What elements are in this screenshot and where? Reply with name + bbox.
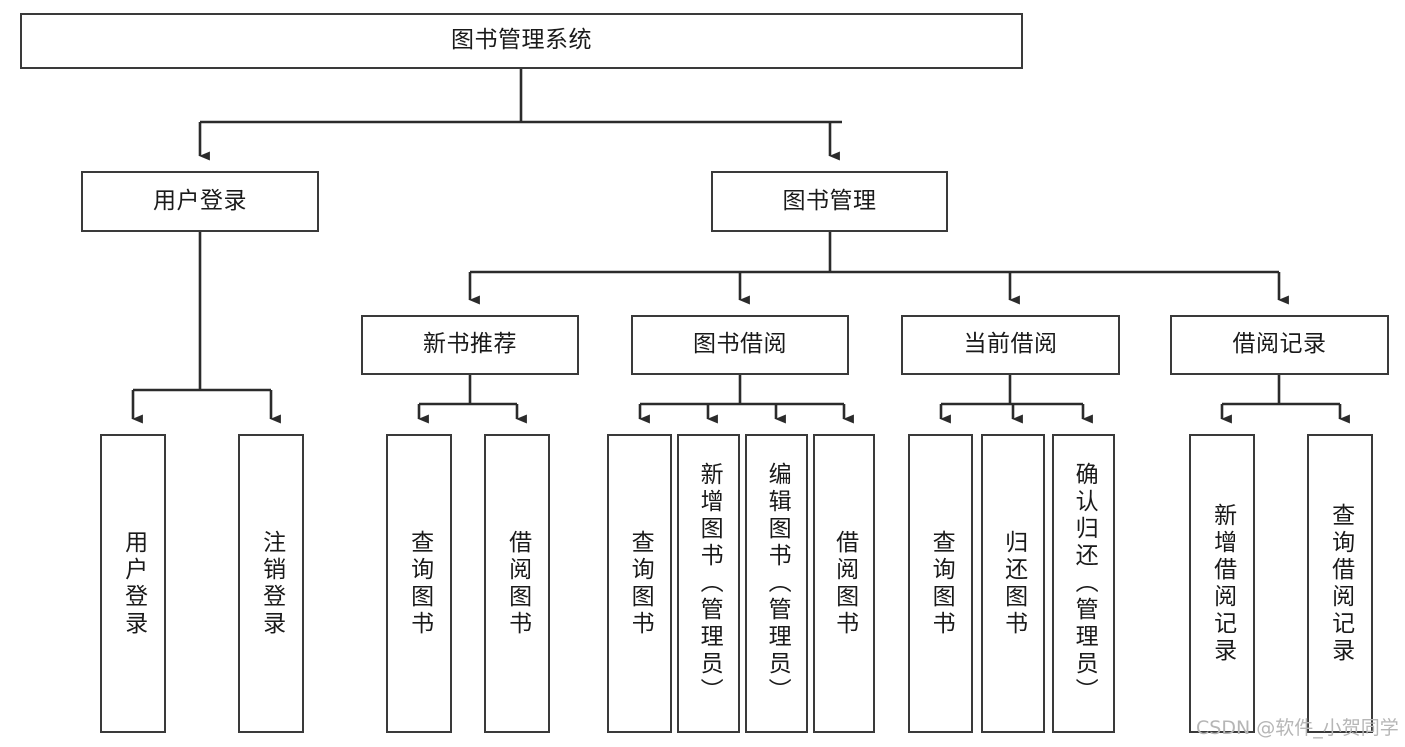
node-label: 查询借阅记录 — [1327, 502, 1354, 665]
csdn-watermark: CSDN @软件_小贺同学 — [1196, 717, 1399, 739]
leaf-query-book-newbook[interactable]: 查询图书 — [386, 434, 452, 733]
leaf-query-book-borrow[interactable]: 查询图书 — [607, 434, 672, 733]
leaf-user-login[interactable]: 用户登录 — [100, 434, 166, 733]
node-label: 注销登录 — [258, 529, 285, 638]
node-label: 新书推荐 — [423, 331, 517, 358]
node-new-book-recommend[interactable]: 新书推荐 — [361, 315, 579, 375]
node-current-borrow[interactable]: 当前借阅 — [901, 315, 1120, 375]
leaf-add-borrow-record[interactable]: 新增借阅记录 — [1189, 434, 1255, 733]
node-label: 借阅图书 — [831, 529, 858, 638]
node-label: 借阅图书 — [504, 529, 531, 638]
node-label: 归还图书 — [1000, 529, 1027, 638]
node-label: 新增图书（管理员） — [696, 462, 723, 705]
leaf-edit-book-admin[interactable]: 编辑图书（管理员） — [745, 434, 808, 733]
node-label: 新增借阅记录 — [1209, 502, 1236, 665]
node-label: 借阅记录 — [1232, 331, 1327, 358]
node-label: 查询图书 — [627, 529, 654, 638]
node-label: 当前借阅 — [963, 331, 1058, 358]
node-book-borrow[interactable]: 图书借阅 — [631, 315, 849, 375]
node-user-login[interactable]: 用户登录 — [81, 171, 319, 232]
node-label: 查询图书 — [406, 529, 433, 638]
node-label: 编辑图书（管理员） — [764, 462, 791, 705]
leaf-add-book-admin[interactable]: 新增图书（管理员） — [677, 434, 740, 733]
leaf-query-borrow-record[interactable]: 查询借阅记录 — [1307, 434, 1373, 733]
node-label: 确认归还（管理员） — [1071, 462, 1098, 705]
leaf-borrow-book-newbook[interactable]: 借阅图书 — [484, 434, 550, 733]
node-label: 查询图书 — [928, 529, 955, 638]
leaf-return-book[interactable]: 归还图书 — [981, 434, 1045, 733]
leaf-query-book-current[interactable]: 查询图书 — [908, 434, 973, 733]
node-borrow-record[interactable]: 借阅记录 — [1170, 315, 1389, 375]
leaf-logout[interactable]: 注销登录 — [238, 434, 304, 733]
node-label: 图书借阅 — [693, 331, 787, 358]
leaf-borrow-book[interactable]: 借阅图书 — [813, 434, 875, 733]
node-label: 用户登录 — [120, 529, 147, 638]
leaf-confirm-return-admin[interactable]: 确认归还（管理员） — [1052, 434, 1115, 733]
node-root-system[interactable]: 图书管理系统 — [20, 13, 1023, 69]
node-label: 用户登录 — [153, 187, 247, 214]
node-label: 图书管理 — [782, 187, 877, 214]
node-book-management[interactable]: 图书管理 — [711, 171, 948, 232]
node-label: 图书管理系统 — [451, 27, 592, 54]
